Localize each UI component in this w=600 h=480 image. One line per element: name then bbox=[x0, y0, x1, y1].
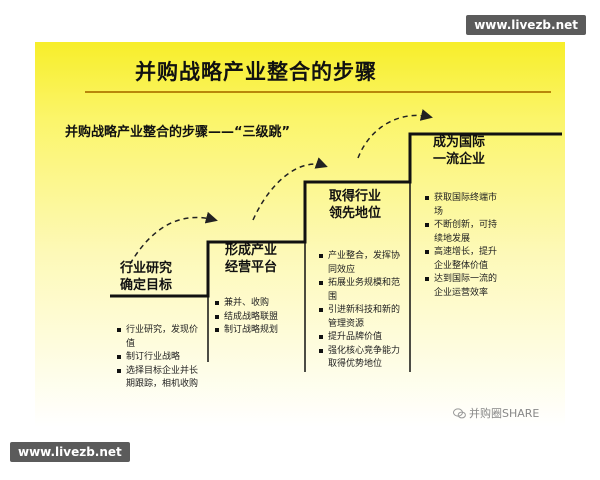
list-item: 引进新科技和新的管理资源 bbox=[319, 304, 405, 331]
jump-arrow-2 bbox=[252, 157, 328, 221]
jump-arrow-3 bbox=[357, 109, 433, 159]
step-4-title: 成为国际 一流企业 bbox=[433, 134, 485, 168]
source-credit-text: 并购圈SHARE bbox=[469, 407, 540, 420]
slide-title: 并购战略产业整合的步骤 bbox=[135, 60, 377, 84]
list-item: 获取国际终端市场 bbox=[425, 192, 505, 219]
step-2-title-line-2: 经营平台 bbox=[225, 260, 278, 275]
list-item: 产业整合，发挥协同效应 bbox=[319, 250, 405, 277]
step-2-bullets: 兼并、收购 结成战略联盟 制订战略规划 bbox=[215, 297, 303, 338]
staircase-line bbox=[110, 132, 562, 298]
wechat-icon bbox=[453, 407, 466, 418]
list-item: 强化核心竞争能力取得优势地位 bbox=[319, 345, 405, 372]
list-item: 提升品牌价值 bbox=[319, 331, 405, 345]
step-2-title-line-1: 形成产业 bbox=[225, 243, 278, 258]
step-1-title-line-1: 行业研究 bbox=[120, 261, 173, 276]
list-item: 兼并、收购 bbox=[215, 297, 303, 311]
step-4-title-line-1: 成为国际 bbox=[433, 135, 486, 150]
step-4-title-line-2: 一流企业 bbox=[433, 152, 486, 167]
step-3-title-line-1: 取得行业 bbox=[329, 189, 382, 204]
step-3-title-line-2: 领先地位 bbox=[329, 206, 382, 221]
list-item: 达到国际一流的企业运营效率 bbox=[425, 273, 505, 300]
watermark-top: www.livezb.net bbox=[466, 15, 586, 35]
step-1-title: 行业研究 确定目标 bbox=[120, 260, 172, 294]
step-3-title: 取得行业 领先地位 bbox=[329, 188, 381, 222]
watermark-bottom: www.livezb.net bbox=[10, 442, 130, 462]
slide-subtitle: 并购战略产业整合的步骤——“三级跳” bbox=[65, 125, 291, 140]
step-4-bullets: 获取国际终端市场 不断创新，可持续地发展 高速增长，提升企业整体价值 达到国际一… bbox=[425, 192, 505, 300]
list-item: 拓展业务规模和范围 bbox=[319, 277, 405, 304]
list-item: 制订战略规划 bbox=[215, 324, 303, 338]
list-item: 不断创新，可持续地发展 bbox=[425, 219, 505, 246]
step-3-bullets: 产业整合，发挥协同效应 拓展业务规模和范围 引进新科技和新的管理资源 提升品牌价… bbox=[319, 250, 405, 372]
list-item: 制订行业战略 bbox=[117, 351, 199, 365]
list-item: 高速增长，提升企业整体价值 bbox=[425, 246, 505, 273]
step-1-title-line-2: 确定目标 bbox=[120, 278, 173, 293]
jump-arrow-1 bbox=[129, 211, 218, 265]
step-1-bullets: 行业研究，发现价值 制订行业战略 选择目标企业并长期跟踪，相机收购 bbox=[117, 324, 199, 392]
source-credit: 并购圈SHARE bbox=[453, 405, 539, 421]
list-item: 行业研究，发现价值 bbox=[117, 324, 199, 351]
slide: 并购战略产业整合的步骤 并购战略产业整合的步骤——“三级跳” 行业研究 确定目标… bbox=[35, 42, 565, 427]
step-2-title: 形成产业 经营平台 bbox=[225, 242, 277, 276]
list-item: 结成战略联盟 bbox=[215, 311, 303, 325]
staircase-diagram bbox=[110, 109, 562, 372]
title-divider bbox=[85, 91, 551, 93]
list-item: 选择目标企业并长期跟踪，相机收购 bbox=[117, 365, 199, 392]
